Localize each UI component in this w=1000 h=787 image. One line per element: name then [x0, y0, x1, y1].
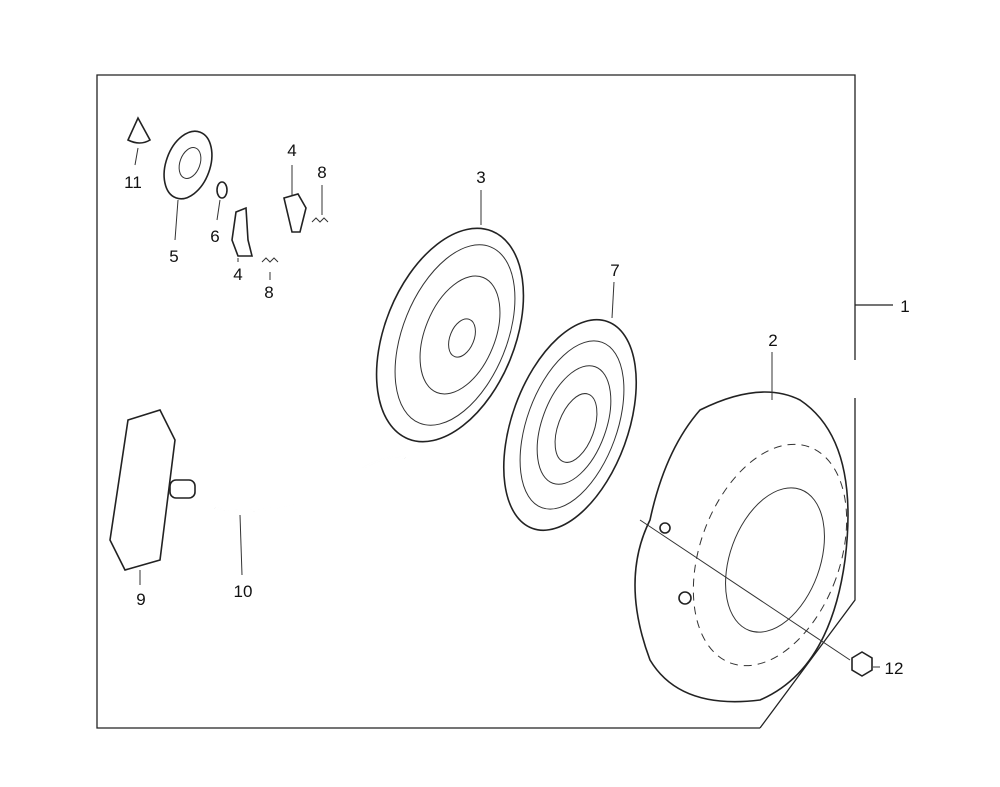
- callout-10: 10: [234, 582, 253, 601]
- part-9-handle: [109, 409, 196, 585]
- callout-6: 6: [210, 227, 219, 246]
- callout-12: 12: [885, 659, 904, 678]
- callout-8-lower: 8: [264, 283, 273, 302]
- callout-8-upper: 8: [317, 163, 326, 182]
- part-4-pawl-upper: [283, 165, 307, 233]
- callout-11: 11: [124, 173, 142, 192]
- callout-1: 1: [900, 297, 909, 316]
- part-6-washer: [216, 181, 228, 221]
- part-12-bolt: [639, 519, 880, 677]
- part-8-spring-upper: [311, 185, 329, 223]
- part-11-cap: [126, 116, 152, 166]
- part-3-reel: [375, 190, 525, 443]
- part-4-pawl-lower: [231, 206, 254, 262]
- callout-4-upper: 4: [287, 141, 296, 160]
- callout-9: 9: [136, 590, 145, 609]
- assembly-frame: [96, 74, 893, 729]
- callout-7: 7: [610, 261, 619, 280]
- callout-4-lower: 4: [233, 265, 242, 284]
- part-8-spring-lower: [261, 257, 279, 280]
- part-7-spring: [502, 281, 638, 532]
- part-5-ratchet: [163, 130, 213, 241]
- callout-5: 5: [169, 247, 178, 266]
- callout-2: 2: [768, 331, 777, 350]
- callout-3: 3: [476, 168, 485, 187]
- part-2-case: [634, 352, 849, 703]
- part-10-rope: [214, 455, 406, 576]
